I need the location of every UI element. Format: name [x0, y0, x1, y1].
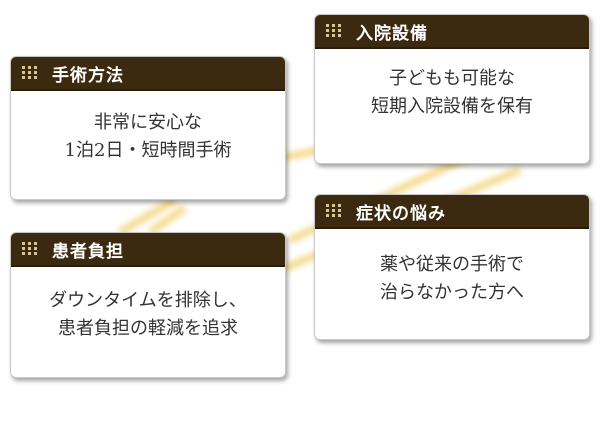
- card-text-line: 患者負担の軽減を追求: [58, 318, 238, 339]
- card-hospital-facilities: 入院設備 子どもも可能な 短期入院設備を保有: [314, 14, 590, 164]
- card-patient-burden: 患者負担 ダウンタイムを排除し、 患者負担の軽減を追求: [10, 232, 286, 378]
- card-header: 患者負担: [11, 233, 285, 267]
- card-text-line: 短期入院設備を保有: [371, 96, 533, 117]
- card-symptom-concerns: 症状の悩み 薬や従来の手術で 治らなかった方へ: [314, 194, 590, 340]
- card-body: 子どもも可能な 短期入院設備を保有: [315, 49, 589, 121]
- card-text-line: 薬や従来の手術で: [380, 254, 524, 275]
- card-header: 入院設備: [315, 15, 589, 49]
- card-text-line: 1泊2日・短時間手術: [64, 140, 232, 161]
- card-text-line: ダウンタイムを排除し、: [49, 290, 247, 311]
- card-header: 症状の悩み: [315, 195, 589, 229]
- card-title: 患者負担: [52, 241, 124, 262]
- card-header: 手術方法: [11, 57, 285, 91]
- card-surgery-method: 手術方法 非常に安心な 1泊2日・短時間手術: [10, 56, 286, 200]
- dot-grid-icon: [22, 66, 42, 80]
- card-title: 入院設備: [356, 23, 428, 44]
- card-text-line: 治らなかった方へ: [380, 282, 524, 303]
- card-text-line: 非常に安心な: [94, 112, 202, 133]
- dot-grid-icon: [22, 242, 42, 256]
- card-body: 薬や従来の手術で 治らなかった方へ: [315, 229, 589, 307]
- card-body: 非常に安心な 1泊2日・短時間手術: [11, 91, 285, 165]
- card-text-line: 子どもも可能な: [389, 68, 515, 89]
- card-title: 症状の悩み: [356, 203, 446, 224]
- card-title: 手術方法: [52, 65, 124, 86]
- dot-grid-icon: [326, 24, 346, 38]
- dot-grid-icon: [326, 204, 346, 218]
- card-body: ダウンタイムを排除し、 患者負担の軽減を追求: [11, 267, 285, 343]
